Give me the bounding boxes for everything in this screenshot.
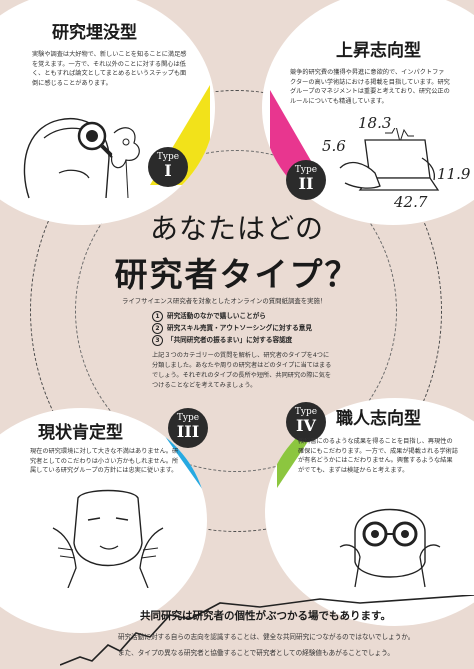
- type1-badge-word: Type: [156, 152, 180, 162]
- bottom-text-line1: 研究活動に対する自らの志向を認識することは、健全な共同研究につながるのではないで…: [118, 633, 415, 641]
- type1-text: 実験や調査は大好物で、新しいことを知ることに満足感を覚えます。一方で、それ以外の…: [32, 51, 187, 87]
- rising-line-graph: [60, 595, 474, 666]
- type3-badge: Type III: [168, 408, 208, 448]
- type2-badge-num: II: [298, 174, 314, 193]
- type3-text: 現在の研究環境に対して大きな不満はありません。研究者としてのこだわりは小さい方か…: [30, 448, 179, 475]
- chart-number-1: 18.3: [358, 114, 392, 132]
- type3-title: 現状肯定型: [38, 423, 123, 443]
- type3-face-illustration: [52, 489, 164, 588]
- dashed-orbit-inner: [75, 150, 397, 472]
- type1-badge-num: I: [164, 161, 172, 180]
- survey-item-2-label: 研究スキル売買・アウトソーシングに対する意見: [167, 324, 312, 332]
- survey-description: 上記３つのカテゴリーの質問を解析し、研究者のタイプを4つに分類しました。あなたや…: [152, 352, 332, 389]
- type4-title: 職人志向型: [336, 409, 421, 429]
- type1-title: 研究埋没型: [52, 23, 137, 43]
- survey-item-1-label: 研究活動のなかで嬉しいことがら: [167, 312, 266, 320]
- type4-text: 教科書にのるような成果を得ることを目指し、再現性の確保にもこだわります。一方で、…: [298, 438, 459, 474]
- bottom-text-line2: また、タイプの異なる研究者と協働することで研究者としての経験値もあがることでしょ…: [118, 649, 394, 657]
- chart-number-2: 5.6: [322, 137, 346, 155]
- chart-number-4: 42.7: [394, 193, 428, 211]
- type2-title: 上昇志向型: [336, 41, 421, 61]
- type4-badge: Type IV: [286, 402, 326, 442]
- survey-item-2-num: 2: [152, 323, 163, 334]
- type2-text: 競争的研究費の獲得や昇進に意欲的で、インパクトファクターの高い学術誌における掲載…: [290, 69, 450, 105]
- survey-item-1-num: 1: [152, 311, 163, 322]
- type1-badge: Type I: [148, 147, 188, 187]
- survey-intro: ライフサイエンス研究者を対象としたオンラインの質問紙調査を実施！: [122, 297, 327, 305]
- type1-researcher-illustration: [23, 118, 140, 199]
- survey-item-3-num: 3: [152, 335, 163, 346]
- bottom-title: 共同研究は研究者の個性がぶつかる場でもあります。: [140, 610, 391, 622]
- survey-item-3: 3 「共同研究者の振るまい」に対する容認度: [152, 334, 292, 346]
- type2-badge-word: Type: [294, 165, 318, 175]
- type2-laptop-illustration: [339, 128, 440, 191]
- survey-item-3-label: 「共同研究者の振るまい」に対する容認度: [167, 336, 293, 344]
- type3-badge-num: III: [176, 422, 200, 441]
- survey-item-1: 1 研究活動のなかで嬉しいことがら: [152, 310, 266, 322]
- type2-badge: Type II: [286, 160, 326, 200]
- dashed-orbit-outer: [30, 90, 442, 532]
- type4-badge-word: Type: [294, 407, 318, 417]
- type4-badge-num: IV: [296, 416, 316, 435]
- type3-badge-word: Type: [176, 413, 200, 423]
- type4-craftsman-illustration: [339, 508, 441, 588]
- chart-number-3: 11.9: [437, 165, 471, 183]
- survey-item-2: 2 研究スキル売買・アウトソーシングに対する意見: [152, 322, 312, 334]
- headline-line2: 研究者タイプ？: [114, 255, 360, 294]
- headline-line1: あなたはどの: [149, 212, 324, 245]
